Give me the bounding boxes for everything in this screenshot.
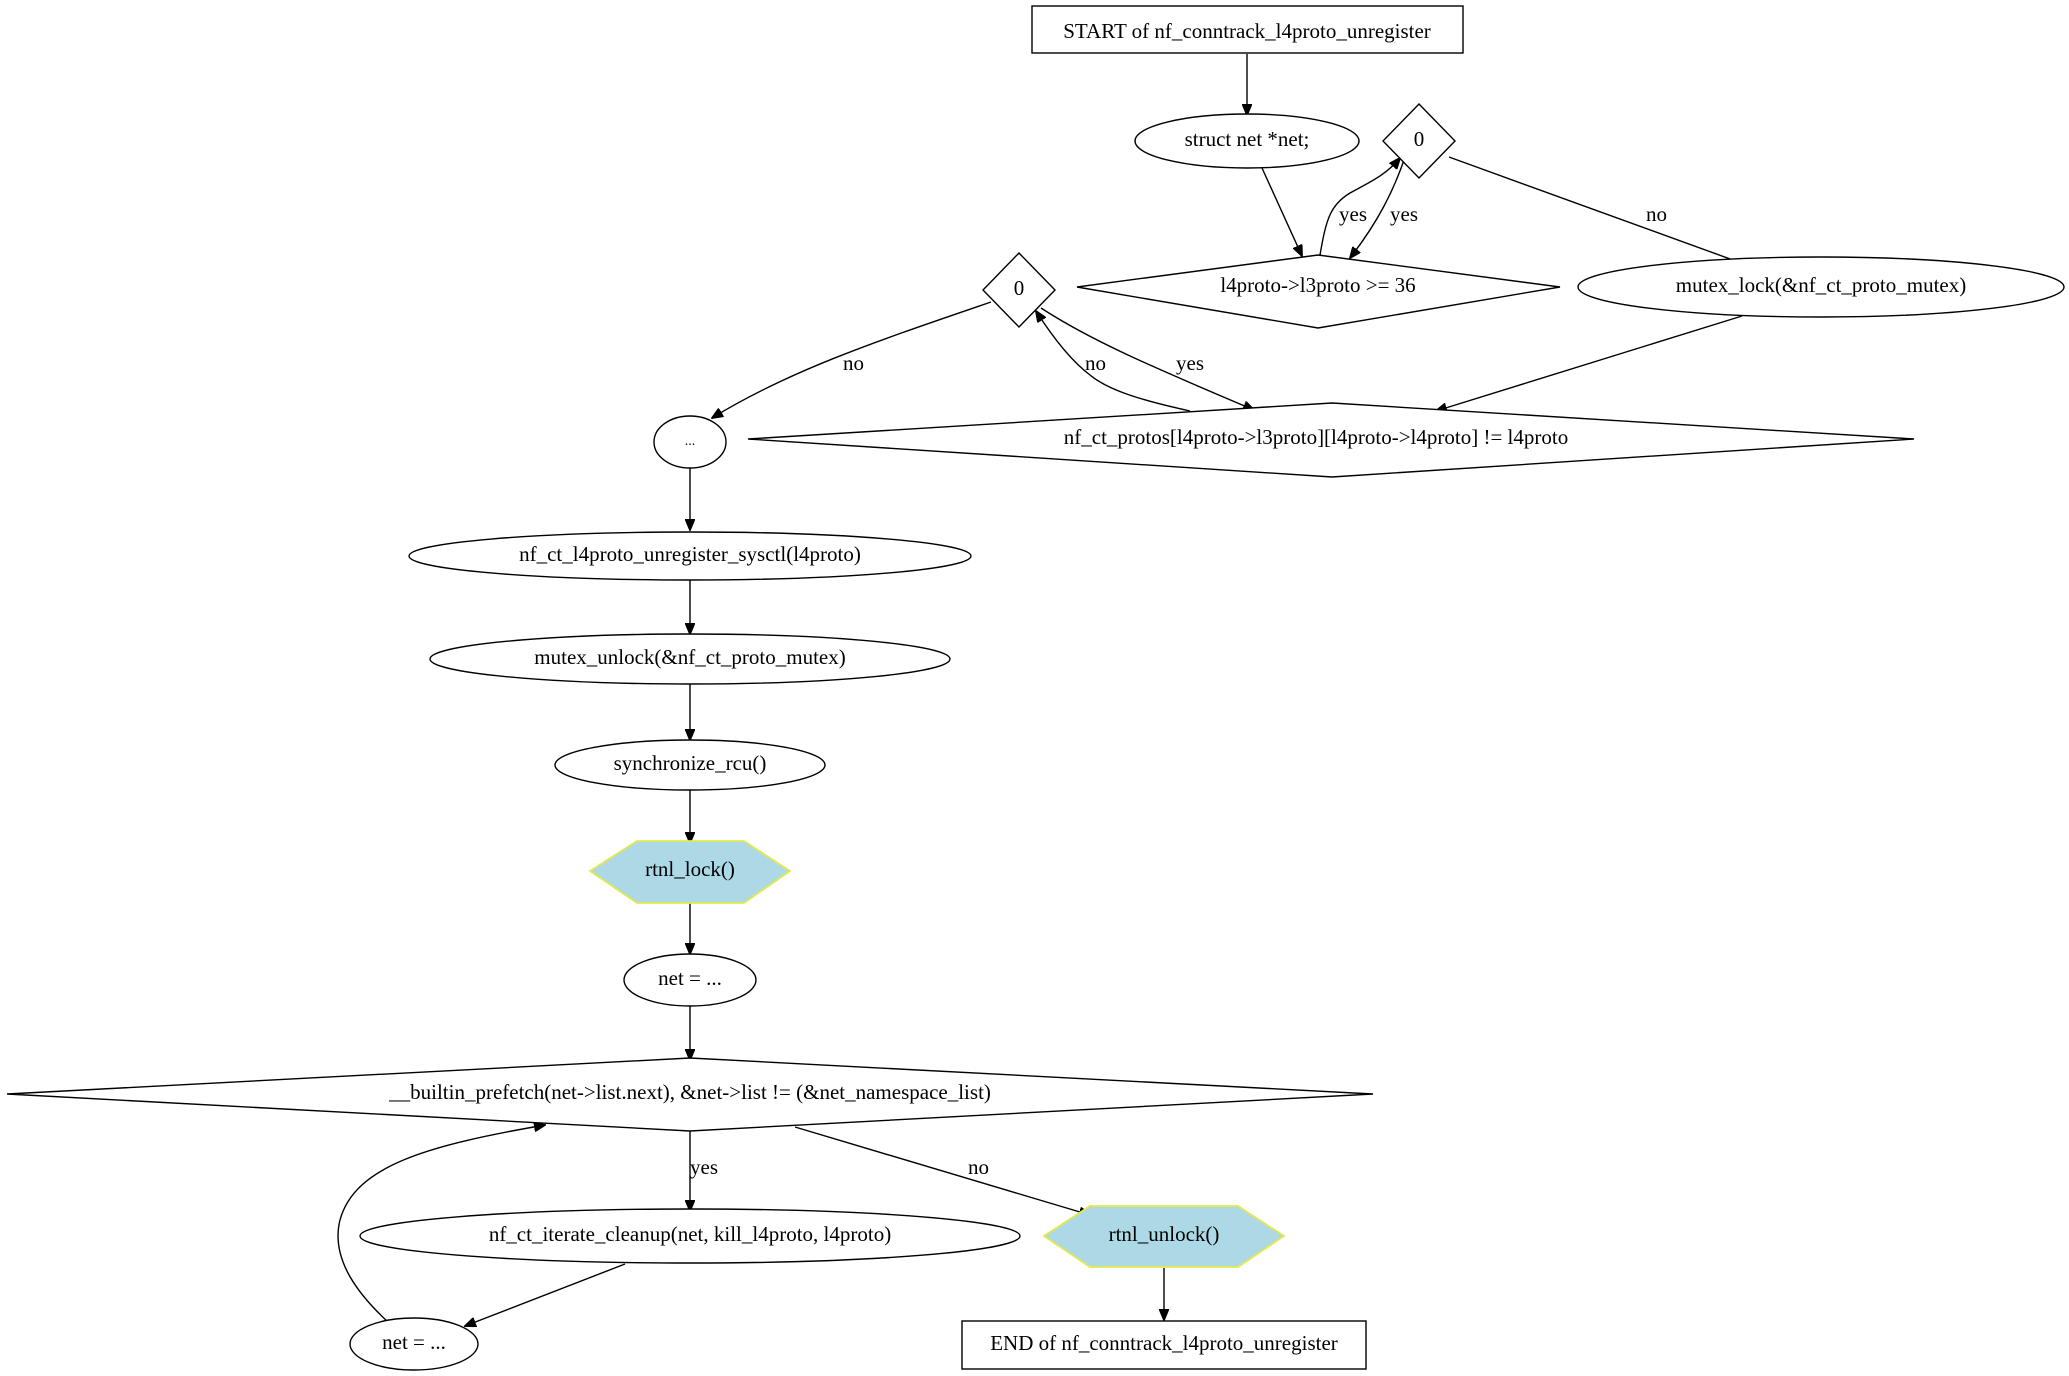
edge-label-loop-yes: yes bbox=[690, 1155, 718, 1179]
sync-rcu-label: synchronize_rcu() bbox=[614, 751, 767, 775]
mutex-unlock-label: mutex_unlock(&nf_ct_proto_mutex) bbox=[534, 645, 845, 669]
edge-zero-mid-to-ellipsis bbox=[712, 301, 992, 418]
rtnl-unlock-hexagon bbox=[1042, 1205, 1286, 1268]
mutex-unlock-ellipse bbox=[429, 633, 951, 685]
cond-zero-mid-label: 0 bbox=[1014, 276, 1025, 300]
net-next-label: net = ... bbox=[382, 1330, 446, 1354]
iterate-cleanup-label: nf_ct_iterate_cleanup(net, kill_l4proto,… bbox=[489, 1222, 891, 1246]
mutex-lock-ellipse bbox=[1577, 256, 2065, 318]
node-ellipsis: ... bbox=[653, 415, 727, 469]
mutex-lock-label: mutex_lock(&nf_ct_proto_mutex) bbox=[1676, 273, 1966, 297]
node-unregister-sysctl: nf_ct_l4proto_unregister_sysctl(l4proto) bbox=[408, 531, 972, 581]
iterate-cleanup-ellipse bbox=[359, 1208, 1021, 1264]
end-box bbox=[961, 1320, 1367, 1370]
end-label: END of nf_conntrack_l4proto_unregister bbox=[990, 1331, 1338, 1355]
edges bbox=[337, 54, 1755, 1326]
cond-loop-label: __builtin_prefetch(net->list.next), &net… bbox=[388, 1080, 991, 1104]
node-cond-loop: __builtin_prefetch(net->list.next), &net… bbox=[6, 1057, 1374, 1132]
edge-mutex-lock-to-protos bbox=[1436, 315, 1743, 411]
rtnl-unlock-label: rtnl_unlock() bbox=[1109, 1222, 1220, 1246]
sync-rcu-ellipse bbox=[554, 739, 826, 791]
start-box bbox=[1031, 5, 1464, 54]
cond-l3proto-diamond bbox=[1076, 254, 1561, 329]
node-sync-rcu: synchronize_rcu() bbox=[554, 739, 826, 791]
node-mutex-unlock: mutex_unlock(&nf_ct_proto_mutex) bbox=[429, 633, 951, 685]
edge-label-l3-to-zero-yes: yes bbox=[1339, 202, 1367, 226]
rtnl-lock-hexagon bbox=[588, 840, 792, 904]
edge-cleanup-to-net-next bbox=[465, 1263, 626, 1326]
node-mutex-lock: mutex_lock(&nf_ct_proto_mutex) bbox=[1577, 256, 2065, 318]
cond-zero-mid-diamond bbox=[982, 251, 1056, 329]
net-init-ellipse bbox=[623, 953, 757, 1007]
edge-zero-top-to-l3 bbox=[1350, 156, 1406, 258]
cond-protos-diamond bbox=[747, 402, 1915, 478]
edge-label-loop-no: no bbox=[968, 1155, 989, 1179]
rtnl-lock-label: rtnl_lock() bbox=[645, 857, 735, 881]
edge-label-zero-to-l3-yes: yes bbox=[1390, 202, 1418, 226]
cond-zero-top-label: 0 bbox=[1414, 127, 1425, 151]
node-rtnl-lock: rtnl_lock() bbox=[588, 840, 792, 904]
edge-zero-mid-to-protos bbox=[1040, 307, 1254, 410]
decl-net-ellipse bbox=[1134, 113, 1360, 169]
net-init-label: net = ... bbox=[658, 966, 722, 990]
node-net-init: net = ... bbox=[623, 953, 757, 1007]
edge-label-zero-to-lock-no: no bbox=[1646, 202, 1667, 226]
node-iterate-cleanup: nf_ct_iterate_cleanup(net, kill_l4proto,… bbox=[359, 1208, 1021, 1264]
node-rtnl-unlock: rtnl_unlock() bbox=[1042, 1205, 1286, 1268]
edge-net-next-to-loop bbox=[337, 1125, 545, 1323]
node-decl-net: struct net *net; bbox=[1134, 113, 1360, 169]
ellipsis-label: ... bbox=[685, 434, 696, 449]
node-start: START of nf_conntrack_l4proto_unregister bbox=[1031, 5, 1464, 54]
node-cond-protos: nf_ct_protos[l4proto->l3proto][l4proto->… bbox=[747, 402, 1915, 478]
cond-l3proto-label: l4proto->l3proto >= 36 bbox=[1220, 273, 1415, 297]
node-end: END of nf_conntrack_l4proto_unregister bbox=[961, 1320, 1367, 1370]
cond-loop-diamond bbox=[6, 1057, 1374, 1132]
decl-net-label: struct net *net; bbox=[1185, 127, 1310, 151]
start-label: START of nf_conntrack_l4proto_unregister bbox=[1063, 19, 1431, 43]
edge-label-zero-mid-to-ellipsis-no: no bbox=[843, 351, 864, 375]
edge-label-zero-mid-to-protos-yes: yes bbox=[1176, 351, 1204, 375]
cond-zero-top-diamond bbox=[1382, 102, 1456, 180]
node-cond-zero-mid: 0 bbox=[982, 251, 1056, 329]
ellipsis-ellipse bbox=[653, 415, 727, 469]
edge-l3-to-zero-top bbox=[1319, 158, 1400, 256]
node-cond-zero-top: 0 bbox=[1382, 102, 1456, 180]
node-net-next: net = ... bbox=[349, 1317, 479, 1371]
edge-label-protos-to-zero-no: no bbox=[1085, 351, 1106, 375]
edge-protos-to-zero-mid bbox=[1036, 311, 1191, 412]
edge-zero-top-to-mutex-lock bbox=[1448, 156, 1755, 268]
unregister-sysctl-label: nf_ct_l4proto_unregister_sysctl(l4proto) bbox=[519, 542, 861, 566]
unregister-sysctl-ellipse bbox=[408, 531, 972, 581]
edge-labels: yes yes no no no yes yes no bbox=[690, 202, 1667, 1179]
edge-loop-no-to-rtnl-unlock bbox=[794, 1126, 1090, 1215]
edge-decl-to-l3 bbox=[1261, 167, 1302, 256]
cond-protos-label: nf_ct_protos[l4proto->l3proto][l4proto->… bbox=[1064, 425, 1568, 449]
node-cond-l3proto: l4proto->l3proto >= 36 bbox=[1076, 254, 1561, 329]
net-next-ellipse bbox=[349, 1317, 479, 1371]
